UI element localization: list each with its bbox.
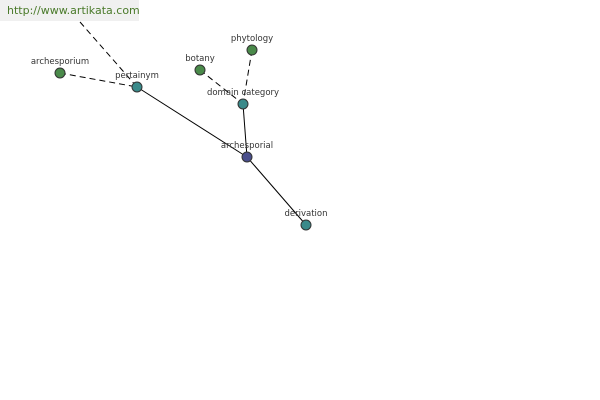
edge-pertainym-archesporial xyxy=(136,86,248,158)
label-pertainym: pertainym xyxy=(115,71,159,81)
node-archesporium[interactable] xyxy=(54,67,66,79)
node-derivation[interactable] xyxy=(300,219,312,231)
labels-layer: archesporium pertainym botany phytology doma… xyxy=(31,34,328,219)
edge-archesporium-pertainym xyxy=(59,72,138,88)
node-pertainym[interactable] xyxy=(131,81,143,93)
node-botany[interactable] xyxy=(194,64,206,76)
edge-phytology-domain_category xyxy=(242,49,253,105)
source-url[interactable]: http://www.artikata.com xyxy=(0,0,140,21)
label-derivation: derivation xyxy=(284,209,327,219)
node-phytology[interactable] xyxy=(246,44,258,56)
nodes-layer xyxy=(54,44,312,231)
edge-offscreen-pertainym xyxy=(79,21,138,88)
label-botany: botany xyxy=(185,54,215,64)
label-archesporial: archesporial xyxy=(221,141,273,151)
label-archesporium: archesporium xyxy=(31,57,89,67)
label-phytology: phytology xyxy=(231,34,273,44)
edge-archesporial-derivation xyxy=(246,156,307,226)
node-archesporial[interactable] xyxy=(241,151,253,163)
edge-domain_category-archesporial xyxy=(242,103,248,158)
node-domain-category[interactable] xyxy=(237,98,249,110)
label-domain-category: domain category xyxy=(207,88,279,98)
edge-botany-domain_category xyxy=(199,69,244,105)
edges-layer xyxy=(59,21,307,226)
